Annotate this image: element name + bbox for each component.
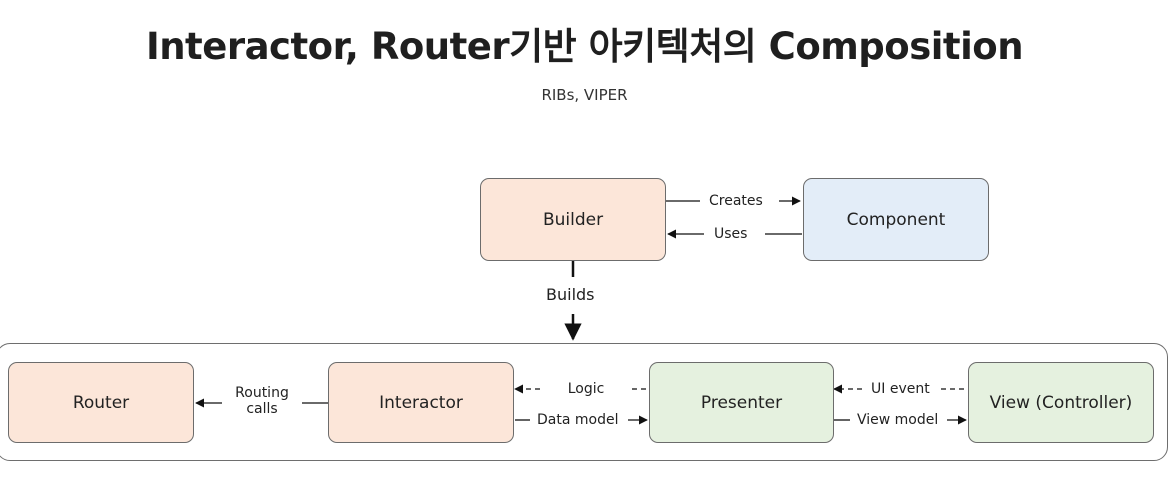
builds-label: Builds <box>546 285 595 304</box>
page-subtitle: RIBs, VIPER <box>541 86 628 104</box>
builder-node: Builder <box>480 178 666 261</box>
creates-label: Creates <box>709 193 763 209</box>
view-controller-node: View (Controller) <box>968 362 1154 443</box>
ui-event-label: UI event <box>871 381 930 397</box>
presenter-node: Presenter <box>649 362 834 443</box>
logic-calls-label: Logic calls <box>538 381 634 397</box>
interactor-node: Interactor <box>328 362 514 443</box>
page-title: Interactor, Router기반 아키텍처의 Composition <box>145 25 1024 68</box>
logic-calls-label-text: Logic calls <box>567 381 605 397</box>
view-model-label: View model <box>857 412 939 428</box>
router-node: Router <box>8 362 194 443</box>
data-model-label: Data model <box>537 412 619 428</box>
routing-calls-label-line2: calls <box>246 401 278 417</box>
routing-calls-label: Routing calls <box>226 385 298 417</box>
component-node: Component <box>803 178 989 261</box>
composition-container <box>0 343 1168 461</box>
routing-calls-label-line1: Routing <box>235 385 289 401</box>
uses-label: Uses <box>714 226 748 242</box>
